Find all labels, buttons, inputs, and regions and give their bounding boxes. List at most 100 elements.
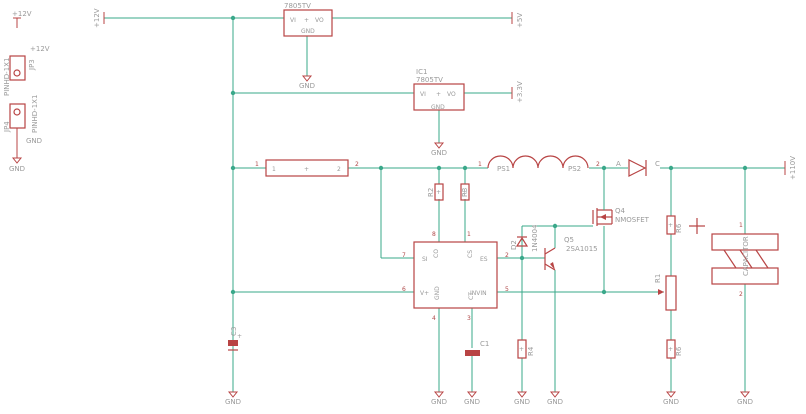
inductor[interactable]: 1 2 PS1 PS2 xyxy=(478,155,600,173)
resistor-r6-upper[interactable]: + R6 xyxy=(666,215,683,235)
gnd-ic-top-label: GND xyxy=(299,82,315,90)
jp4-connector[interactable] xyxy=(9,103,26,129)
ic1-vi-label: VI xyxy=(420,91,426,98)
r3-label: R3 xyxy=(461,188,469,197)
rs-pin2-inner: 2 xyxy=(337,166,341,173)
gnd1-label: GND xyxy=(225,398,241,406)
mosfet-q4[interactable]: Q4 NMOSFET xyxy=(592,207,650,226)
ic1-name-label: IC1 xyxy=(416,68,427,76)
gnd5-label: GND xyxy=(547,398,563,406)
u-pin7: 7 xyxy=(402,252,406,259)
gnd4-label: GND xyxy=(514,398,530,406)
diode-cathode-label: C xyxy=(655,160,660,168)
ic-top-vo-label: VO xyxy=(315,17,324,24)
gnd-ic-top-symbol xyxy=(301,75,313,82)
series-resistor[interactable]: 1 1 + 2 2 xyxy=(255,159,359,177)
q4-label: Q4 xyxy=(615,207,626,215)
gnd-left-symbol xyxy=(11,157,23,164)
u-pin8: 8 xyxy=(432,231,436,238)
rs-pin2-outer: 2 xyxy=(355,161,359,168)
potentiometer-r1[interactable]: R1 xyxy=(654,274,677,311)
ic1-part-label: 7805TV xyxy=(416,76,443,84)
r4-plus: + xyxy=(519,346,524,353)
p12v-top-label: +12V xyxy=(93,8,101,28)
gnd7-label: GND xyxy=(737,398,753,406)
diode-d2[interactable]: D2 1N4004 xyxy=(510,224,539,252)
p110v-label: +110V xyxy=(789,156,797,180)
capacitor-left[interactable]: + C3 xyxy=(228,327,242,351)
ic1-plus: + xyxy=(436,91,441,98)
inductor-pin2: 2 xyxy=(596,161,600,168)
u-co-label: CO xyxy=(433,249,440,258)
gnd6-label: GND xyxy=(663,398,679,406)
p5v-label: +5V xyxy=(516,13,524,28)
r2-plus: + xyxy=(436,189,441,196)
cap-out-label: CAPACITOR xyxy=(742,236,750,276)
capacitor-c1[interactable]: C1 xyxy=(465,340,489,356)
output-diode[interactable]: A C xyxy=(616,159,660,177)
gnd2-label: GND xyxy=(431,398,447,406)
jp3-name-label: JP3 xyxy=(28,59,36,71)
jp3-rail-label: +12V xyxy=(30,45,50,53)
ic-top-part-label: 7805TV xyxy=(284,2,311,10)
inductor-ps1-label: PS1 xyxy=(497,165,510,173)
u-es-label: ES xyxy=(480,256,488,263)
u-pin2: 2 xyxy=(505,252,509,259)
ic-top-gnd-label: GND xyxy=(301,28,315,35)
u-pin5: 5 xyxy=(505,286,509,293)
u-vplus-label: V+ xyxy=(420,290,429,297)
regulator-top[interactable]: VI + VO GND 7805TV xyxy=(283,2,333,37)
u-ct-label: CT xyxy=(468,292,475,300)
ic-top-vi-label: VI xyxy=(290,17,296,24)
p12v-left-label: +12V xyxy=(12,10,32,18)
d2-part-label: 1N4004 xyxy=(531,224,539,252)
r2-label: R2 xyxy=(427,188,435,197)
q5-part-label: 2SA1015 xyxy=(566,245,598,253)
resistor-r4[interactable]: + R4 xyxy=(517,339,535,359)
r6-upper-label: R6 xyxy=(675,223,683,233)
resistor-r2[interactable]: + R2 xyxy=(427,183,444,201)
p33v-label: +3.3V xyxy=(516,81,524,103)
bottom-grounds: GND GND GND GND GND GND GND xyxy=(225,391,753,406)
jp3-pin xyxy=(13,69,21,77)
jp3-connector[interactable] xyxy=(9,55,26,81)
power-rails: +12V +5V +3.3V +110V xyxy=(93,8,797,180)
junctions xyxy=(230,15,748,295)
gnd-ic1-symbol xyxy=(433,142,445,149)
d2-label: D2 xyxy=(510,240,518,250)
transistor-q5[interactable]: Q5 2SA1015 xyxy=(544,236,598,271)
r6-upper-plus: + xyxy=(668,222,673,229)
gnd3-label: GND xyxy=(464,398,480,406)
wires xyxy=(104,17,785,392)
resistor-r3[interactable]: + R3 xyxy=(460,183,470,201)
r6-lower-label: R6 xyxy=(675,346,683,356)
u-pin4: 4 xyxy=(432,315,436,322)
u-si-label: SI xyxy=(422,256,428,263)
u-inv-label: INVIN xyxy=(470,290,487,297)
left-connectors: +12V +12V JP3 PINHD-1X1 JP4 PINHD-1X1 GN… xyxy=(3,10,50,173)
u-gnd-label: GND xyxy=(434,286,441,300)
c1-label: C1 xyxy=(480,340,489,348)
jp4-name-label: JP4 xyxy=(3,121,11,133)
u-cs-label: CS xyxy=(467,250,474,258)
regulator-ic1[interactable]: VI + VO GND IC1 7805TV xyxy=(413,68,465,111)
cap-left-label: C3 xyxy=(230,327,238,336)
gnd-left-label: GND xyxy=(9,165,25,173)
r6-lower-plus: + xyxy=(668,346,673,353)
cap-out-pin2: 2 xyxy=(739,291,743,298)
cap-out-pin1: 1 xyxy=(739,222,743,229)
r1-label: R1 xyxy=(654,274,662,283)
q4-type-label: NMOSFET xyxy=(615,216,650,224)
capacitor-output[interactable]: 1 2 CAPACITOR xyxy=(711,222,779,298)
jp4-pin xyxy=(13,108,21,116)
u-pin6: 6 xyxy=(402,286,406,293)
jp3-pkg-label: PINHD-1X1 xyxy=(3,58,11,96)
u-pin1: 1 xyxy=(467,231,471,238)
ic1-vo-label: VO xyxy=(447,91,456,98)
resistor-r6-lower[interactable]: + R6 xyxy=(666,339,683,359)
ic1-gnd-label: GND xyxy=(431,104,445,111)
controller-ic[interactable]: SI CO CS ES V+ GND CT INVIN 8 1 7 2 6 5 … xyxy=(402,231,509,322)
inductor-ps2-label: PS2 xyxy=(568,165,581,173)
